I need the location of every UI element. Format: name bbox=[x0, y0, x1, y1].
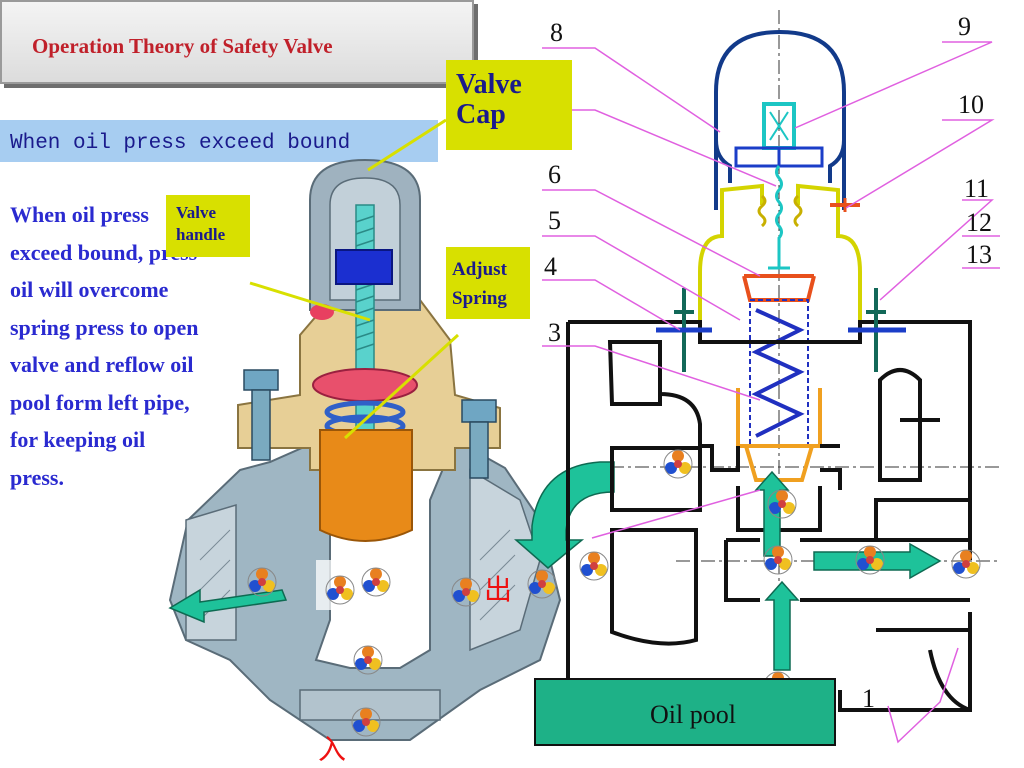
part-number-13: 13 bbox=[966, 240, 992, 269]
callout-adjust-spring: Adjust Spring bbox=[446, 247, 530, 319]
part-number-4: 4 bbox=[544, 252, 557, 281]
oil-pool-label: Oil pool bbox=[650, 700, 736, 729]
callout-leaders bbox=[249, 118, 460, 440]
part-number-3: 3 bbox=[548, 318, 561, 347]
callout-valve-handle: Valve handle bbox=[166, 195, 250, 257]
part-number-1: 1 bbox=[862, 684, 875, 713]
slide-title: Operation Theory of Safety Valve bbox=[32, 34, 333, 58]
body-paragraph: When oil press exceed bound, press oil w… bbox=[10, 202, 199, 490]
up-flow-arrow-bottom bbox=[764, 580, 800, 671]
oil-pool-box: Oil pool bbox=[534, 678, 836, 746]
cutaway-valve bbox=[168, 158, 562, 741]
inlet-label: 入 bbox=[318, 733, 347, 766]
part-number-leaders bbox=[542, 41, 1000, 744]
subtitle-bar: When oil press exceed bound bbox=[0, 120, 438, 162]
outlet-label: 出 bbox=[484, 573, 513, 606]
part-number-12: 12 bbox=[966, 208, 992, 237]
part-number-9: 9 bbox=[958, 12, 971, 41]
subtitle-text: When oil press exceed bound bbox=[10, 132, 351, 155]
part-number-11: 11 bbox=[964, 174, 990, 203]
slide-title-box: Operation Theory of Safety Valve bbox=[0, 0, 474, 84]
part-number-8: 8 bbox=[550, 18, 563, 47]
left-flow-arrow bbox=[168, 588, 288, 624]
part-number-5: 5 bbox=[548, 206, 561, 235]
callout-valve-cap: Valve Cap bbox=[446, 60, 572, 150]
part-number-10: 10 bbox=[958, 90, 984, 119]
bolt-icon bbox=[243, 369, 497, 479]
part-number-6: 6 bbox=[548, 160, 561, 189]
